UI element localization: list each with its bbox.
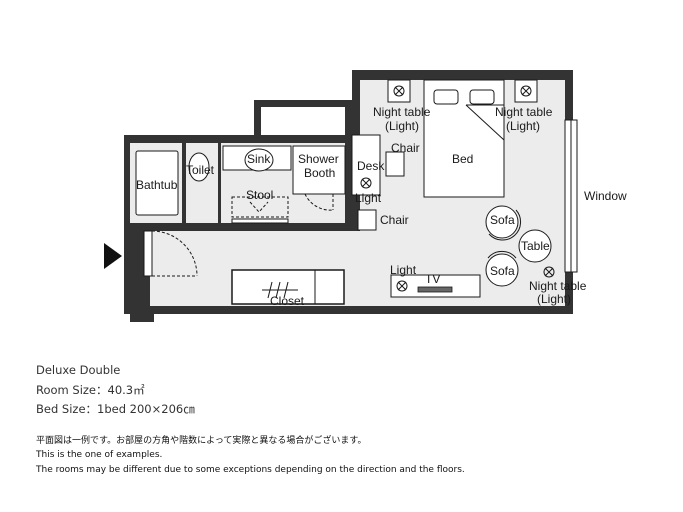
chair-2-label: Chair [380, 213, 409, 227]
sofa-2 [485, 250, 519, 287]
stool [231, 196, 289, 224]
night-table-1-sublabel: (Light) [385, 119, 419, 133]
side-table [518, 229, 552, 263]
night-table-3-label: Night table [529, 279, 587, 293]
chair-1-label: Chair [391, 141, 420, 155]
night-table-1 [387, 79, 411, 103]
sink-label: Sink [247, 152, 271, 166]
tv-console [390, 274, 481, 298]
floor-plan: Window Bed Night table (Light) Night tab… [104, 70, 627, 322]
desk-light-label: Light [355, 191, 382, 205]
bed [423, 79, 505, 198]
lamp-icon [520, 85, 532, 97]
bathtub [135, 150, 179, 216]
shower-booth [292, 145, 346, 211]
sink [222, 145, 292, 172]
sofa-1 [485, 205, 522, 241]
desk-label: Desk [357, 159, 385, 173]
desk [351, 134, 381, 196]
chair-1 [385, 151, 405, 177]
desk-lamp-icon [360, 177, 372, 189]
closet [231, 269, 345, 305]
chair-2 [357, 209, 377, 231]
night-table-3 [543, 266, 555, 278]
window [564, 119, 578, 273]
sofa-2-label: Sofa [490, 264, 515, 278]
room-size: Room Size：40.3㎡ [36, 383, 145, 397]
night-table-2 [514, 79, 538, 103]
night-table-2-label: Night table [495, 105, 553, 119]
tv-light-label: Light [390, 263, 417, 277]
closet-label: Closet [270, 294, 305, 308]
bath-partitions [182, 107, 353, 231]
window-label: Window [584, 189, 627, 203]
stool-label: Stool [246, 188, 273, 202]
bed-label: Bed [452, 152, 473, 166]
night-table-3-sublabel: (Light) [537, 292, 571, 306]
shower-booth-label-2: Booth [304, 166, 335, 180]
night-table-2-sublabel: (Light) [506, 119, 540, 133]
sofa-1-label: Sofa [490, 213, 515, 227]
note-japanese: 平面図は一例です。お部屋の方角や階数によって実際と異なる場合がございます。 [36, 436, 367, 446]
bathtub-label: Bathtub [136, 178, 178, 192]
tv-icon [417, 286, 453, 293]
lamp-icon [543, 266, 555, 278]
note-english-1: This is the one of examples. [36, 450, 163, 460]
room-type: Deluxe Double [36, 363, 121, 377]
shower-booth-label-1: Shower [298, 152, 339, 166]
night-table-1-label: Night table [373, 105, 431, 119]
toilet [188, 152, 210, 182]
tv-label: TV [425, 272, 440, 286]
toilet-label: Toilet [186, 163, 215, 177]
bed-size: Bed Size：1bed 200×206㎝ [36, 402, 195, 416]
note-english-2: The rooms may be different due to some e… [36, 465, 465, 475]
lamp-icon [393, 85, 405, 97]
entrance-arrow-icon [104, 243, 122, 269]
table-label: Table [521, 239, 550, 253]
entrance-door[interactable] [143, 230, 198, 277]
console-lamp-icon [396, 280, 408, 292]
